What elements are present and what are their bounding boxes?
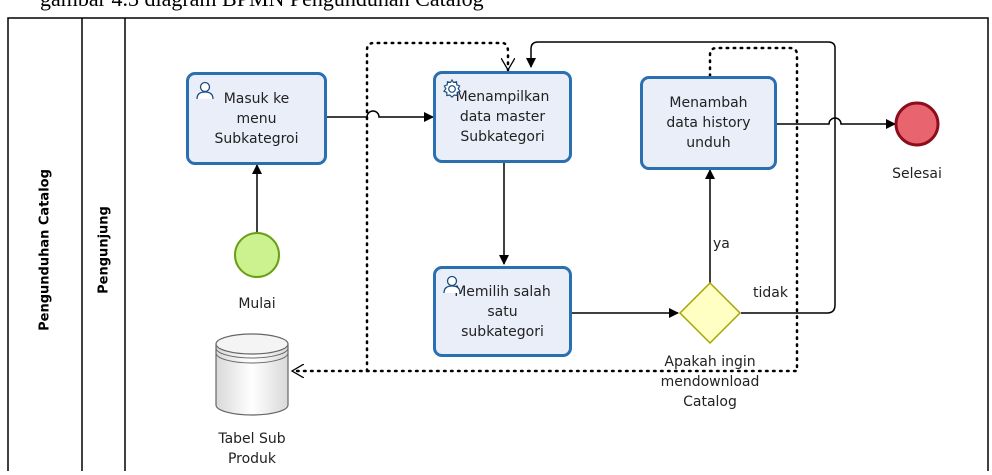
- datastore-icon: [215, 333, 289, 416]
- top-caption: gambar 4.3 diagram BPMN Pengunduhan Cata…: [40, 0, 484, 12]
- gateway-label: Apakah ingin mendownload Catalog: [660, 354, 760, 410]
- flow-no-label: tidak: [753, 285, 788, 301]
- task-menambah-history[interactable]: Menambah data history unduh: [640, 76, 777, 170]
- task-memilih-label: Memilih salah satu subkategori: [454, 283, 551, 340]
- user-icon: [443, 275, 461, 294]
- lane-title: Pengunjung: [96, 206, 112, 294]
- task-menampilkan-data[interactable]: Menampilkan data master Subkategori: [433, 71, 572, 163]
- assoc-menambah-to-datastore: [292, 46, 799, 371]
- task-memilih-subkategori[interactable]: Memilih salah satu subkategori: [433, 266, 572, 357]
- end-event-label: Selesai: [892, 166, 942, 182]
- task-menambah-label: Menambah data history unduh: [666, 95, 751, 151]
- task-masuk-menu[interactable]: Masuk ke menu Subkategroi: [186, 72, 327, 165]
- datastore-label: Tabel Sub Produk: [218, 431, 286, 467]
- gear-icon: [443, 79, 461, 99]
- exclusive-gateway: [678, 281, 742, 345]
- assoc-datastore-loop: [365, 41, 508, 373]
- flow-yes-label: ya: [713, 236, 730, 252]
- pool-title: Pengunduhan Catalog: [37, 169, 53, 331]
- task-masuk-label: Masuk ke menu Subkategroi: [214, 90, 299, 147]
- start-event: [234, 232, 280, 278]
- pool-frame: [7, 17, 989, 475]
- flow-masuk-to-menampilkan: [327, 110, 434, 122]
- end-event: [894, 101, 940, 147]
- flow-menambah-to-end: [777, 117, 896, 129]
- user-icon: [196, 81, 214, 100]
- flow-gateway-tidak-loop: [526, 41, 836, 314]
- task-menampilkan-label: Menampilkan data master Subkategori: [455, 89, 550, 145]
- start-event-label: Mulai: [238, 296, 276, 312]
